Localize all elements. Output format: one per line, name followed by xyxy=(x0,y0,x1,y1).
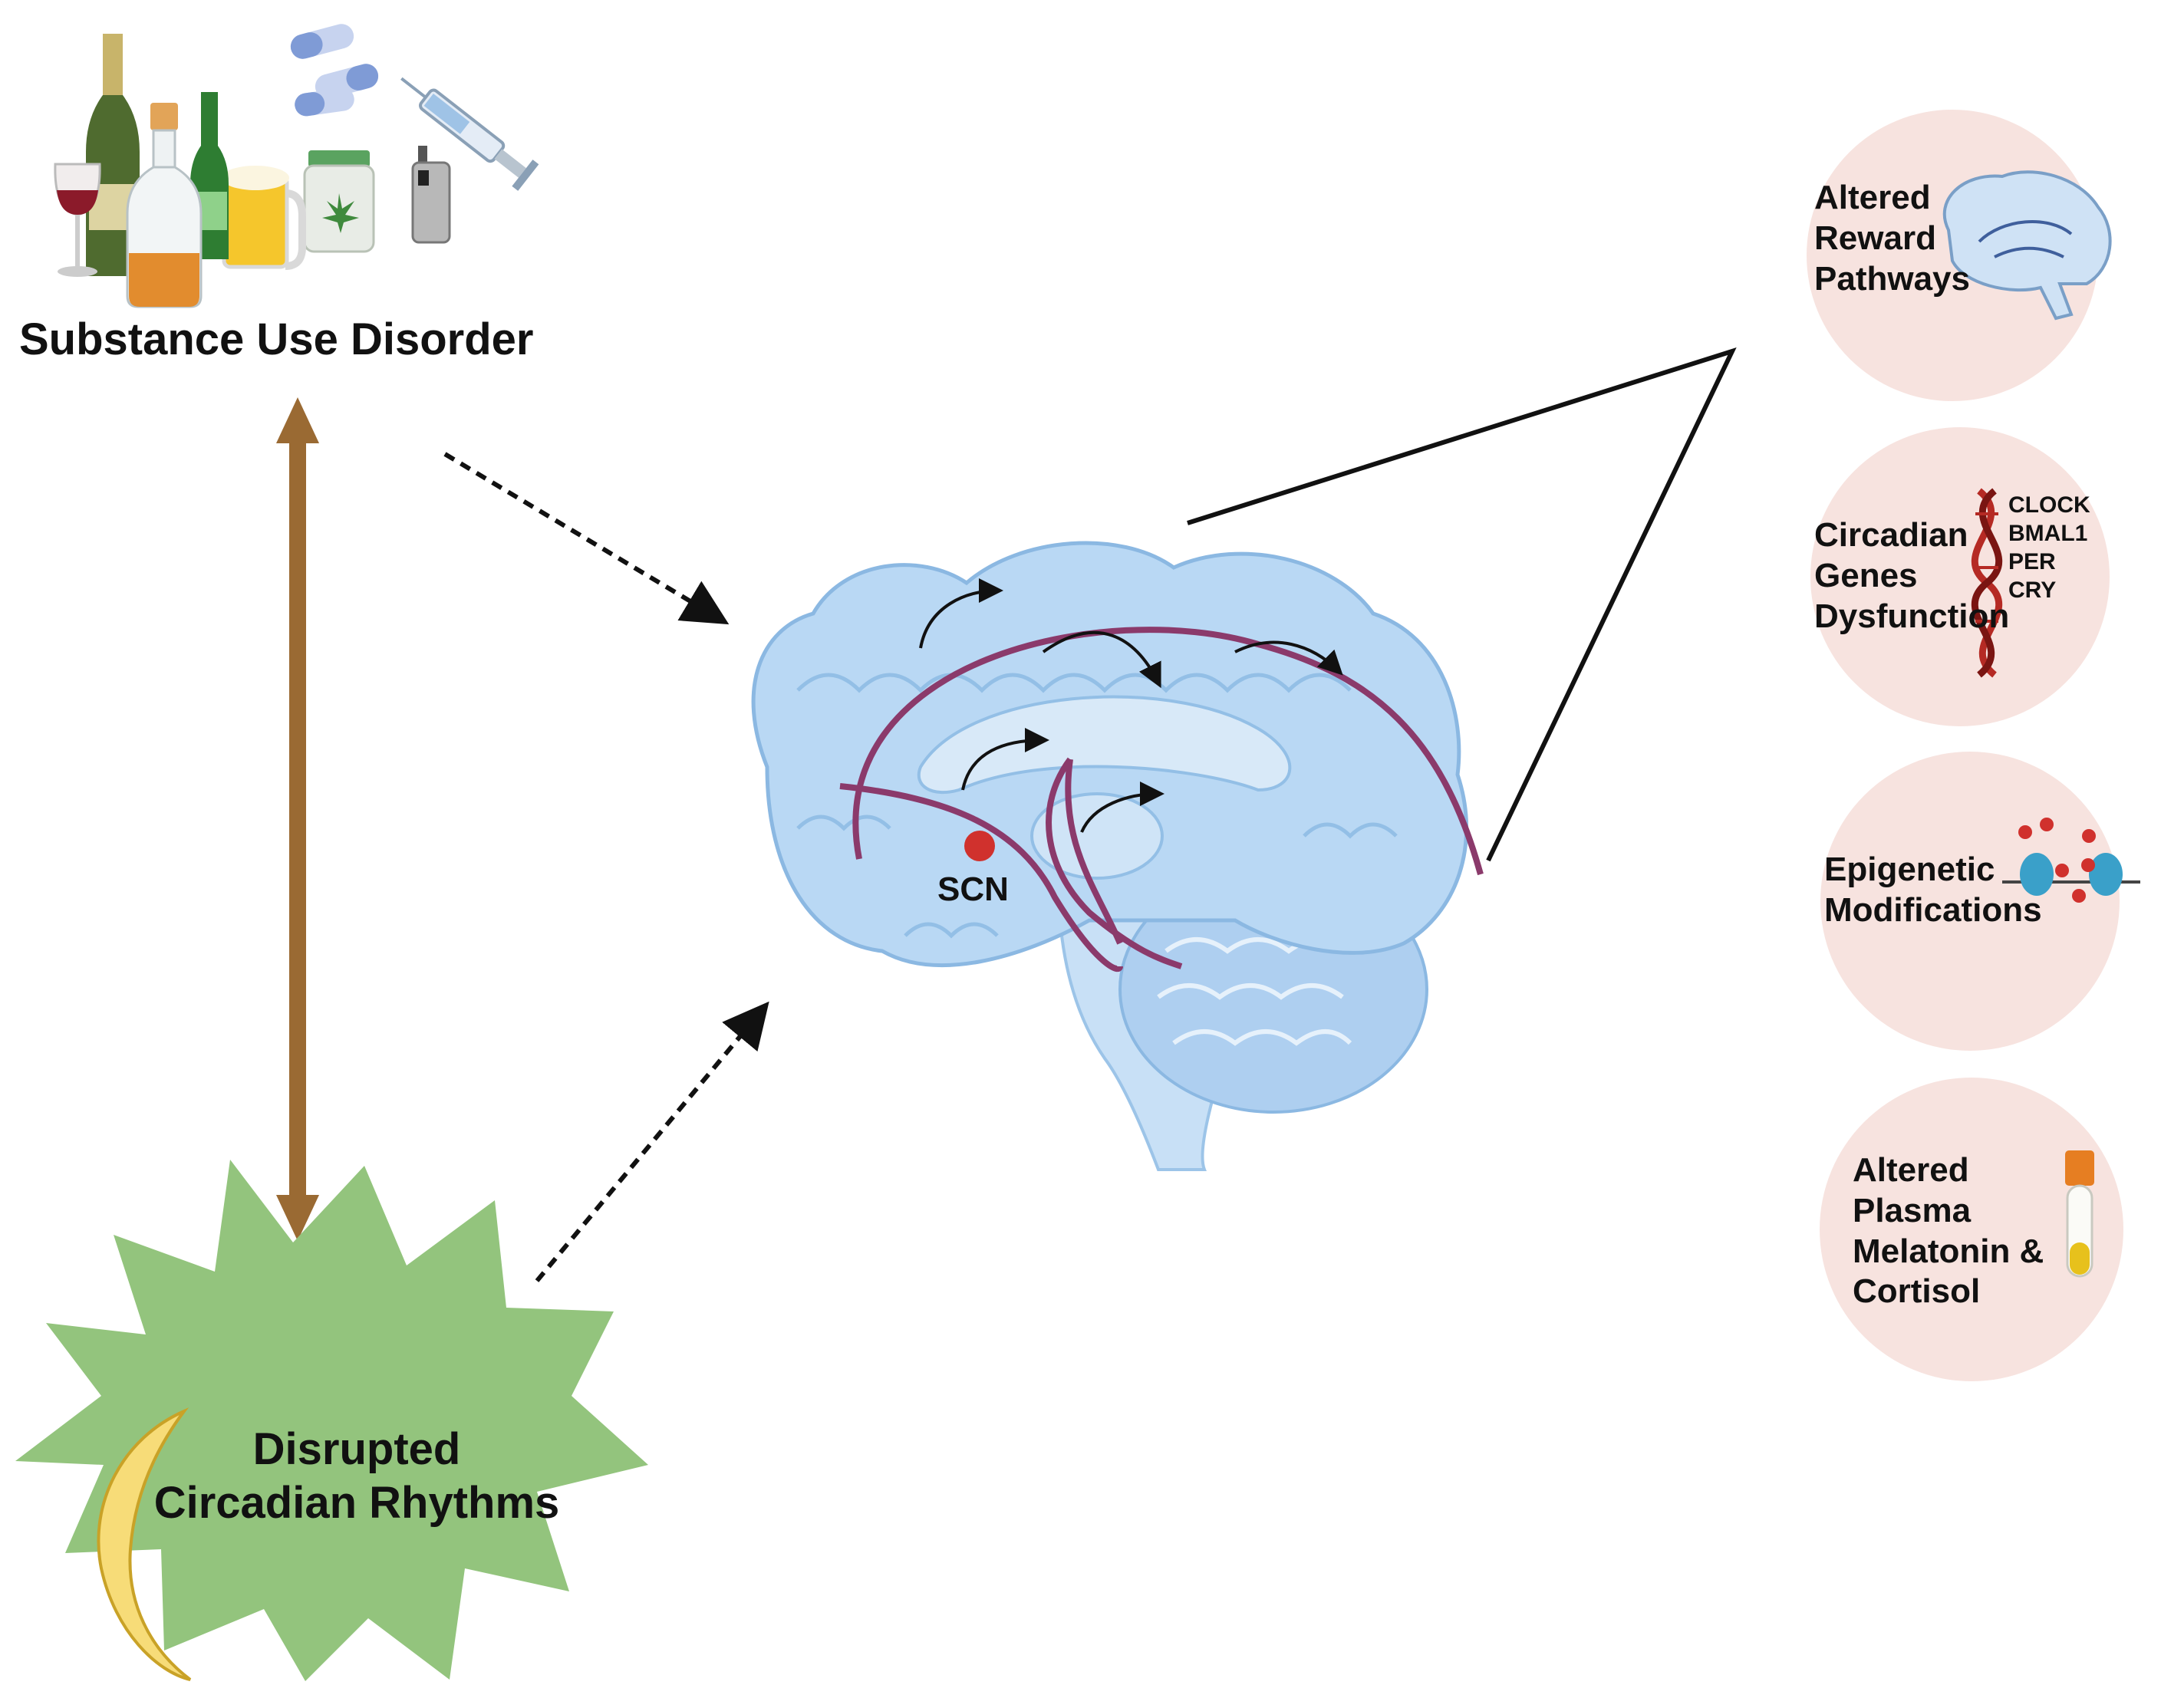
pathway-lower xyxy=(839,783,1123,972)
gene-list: CLOCK BMAL1 PER CRY xyxy=(2008,491,2090,604)
outcome-reward-line: Pathways xyxy=(1814,259,1970,298)
blood-tube-icon xyxy=(2065,1150,2094,1278)
outcome-genes-line: Dysfunction xyxy=(1814,597,2010,635)
outcome-epigenetic-line: Epigenetic xyxy=(1824,851,1995,888)
gene-per: PER xyxy=(2008,549,2056,574)
outcome-hormones-line: Melatonin & xyxy=(1853,1232,2044,1270)
gene-bmal1: BMAL1 xyxy=(2008,521,2088,546)
substance-use-disorder-label: Substance Use Disorder xyxy=(19,314,534,364)
vape-icon xyxy=(411,146,451,244)
outcome-hormones-line: Cortisol xyxy=(1853,1272,1981,1311)
liquor-bottle-icon xyxy=(126,103,203,308)
pathway-desc xyxy=(1065,759,1123,945)
dna-helix-icon xyxy=(1971,488,2003,678)
outcome-reward-label: Altered Reward Pathways xyxy=(1814,178,1970,299)
signal-arrow-3 xyxy=(1234,640,1343,676)
outcome-reward-line: Reward xyxy=(1814,219,1936,257)
outcome-reward-line: Altered xyxy=(1814,179,1931,216)
syringe-icon xyxy=(400,77,539,191)
outcome-circle-hormones xyxy=(1820,1078,2123,1381)
outcome-hormones-line: Plasma xyxy=(1853,1191,1972,1229)
signal-arrow-2 xyxy=(1042,630,1161,689)
signal-arrow-5 xyxy=(1080,782,1165,833)
gene-cry: CRY xyxy=(2008,578,2057,603)
pill-capsule-icon xyxy=(290,24,379,117)
substances-cluster xyxy=(54,24,539,308)
signal-arrow-1 xyxy=(919,578,1003,649)
outcome-genes-line: Genes xyxy=(1814,556,1918,594)
outcome-epigenetic-label: Epigenetic Modifications xyxy=(1824,850,2042,931)
gene-clock: CLOCK xyxy=(2008,492,2090,518)
disrupted-starburst xyxy=(15,1160,648,1681)
outcome-genes-line: Circadian xyxy=(1814,516,1968,554)
outcome-circle-genes xyxy=(1810,427,2110,726)
pathway-mid xyxy=(1046,757,1183,969)
brain-illustration xyxy=(751,541,1484,1171)
signal-arrow-4 xyxy=(961,728,1049,791)
disrupted-circadian-label: Disrupted Circadian Rhythms xyxy=(146,1423,568,1529)
dotted-arrow-top xyxy=(443,452,730,625)
nucleosome-methylation-icon xyxy=(2002,818,2140,903)
outcome-genes-label: Circadian Genes Dysfunction xyxy=(1814,515,2009,637)
outcome-hormones-line: Altered xyxy=(1853,1151,1969,1189)
dotted-arrow-bottom xyxy=(535,1001,769,1282)
scn-dot xyxy=(964,831,995,861)
outcome-epigenetic-line: Modifications xyxy=(1824,890,2042,929)
cannabis-jar-icon xyxy=(303,150,375,253)
brain-sagittal-icon xyxy=(1942,170,2112,321)
outcome-hormones-label: Altered Plasma Melatonin & Cortisol xyxy=(1853,1150,2044,1312)
pathway-arc-top xyxy=(852,627,1484,876)
bidirectional-arrow xyxy=(276,397,319,1241)
zoom-lines xyxy=(1187,347,1737,862)
beer-mug-icon xyxy=(222,166,306,270)
disrupted-line-2: Circadian Rhythms xyxy=(153,1477,560,1528)
scn-label: SCN xyxy=(937,870,1009,908)
wine-glass-icon xyxy=(54,163,101,277)
crescent-moon-icon xyxy=(97,1407,192,1681)
disrupted-line-1: Disrupted xyxy=(252,1424,461,1474)
